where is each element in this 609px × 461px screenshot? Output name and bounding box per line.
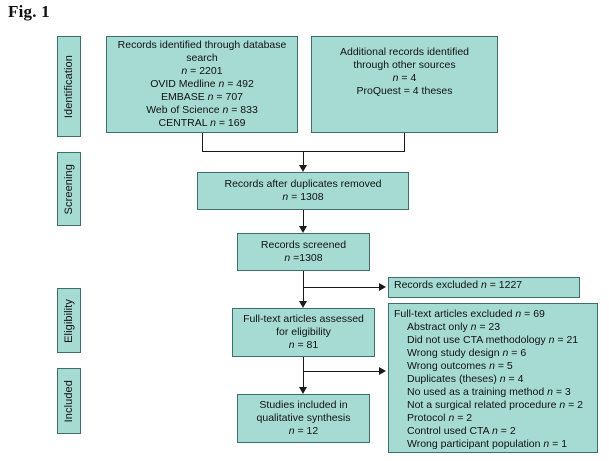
box-fulltext-assessed-line-1: Full-text articles assessed: [243, 313, 364, 325]
box-records-screened: Records screened n =1308: [237, 233, 370, 271]
box-studies-included-line-1: Studies included in: [259, 399, 348, 411]
box-fulltext-excluded-reason-2: Did not use CTA methodology n = 21: [407, 334, 579, 346]
box-database-search-line-2: search: [186, 52, 218, 64]
box-fulltext-excluded-reason-8: Protocol n = 2: [407, 412, 473, 424]
box-database-search-line-4: OVID Medline n = 492: [150, 78, 254, 90]
box-fulltext-excluded-reason-1: Abstract only n = 23: [407, 321, 501, 333]
arrow-into-fulltext-excluded: [379, 367, 386, 375]
stage-label-included-text: Included: [63, 379, 75, 423]
stage-label-included: Included: [57, 368, 81, 434]
box-other-sources-line-4: ProQuest = 4 theses: [356, 85, 453, 97]
figure-caption: Fig. 1: [8, 2, 50, 21]
box-fulltext-excluded-reason-5: Duplicates (theses) n = 4: [407, 373, 524, 385]
stage-label-identification-text: Identification: [63, 54, 75, 119]
box-database-search-line-1: Records identified through database: [117, 39, 287, 51]
box-fulltext-excluded-reason-4: Wrong outcomes n = 5: [407, 360, 513, 372]
box-database-search-line-6: Web of Science n = 833: [146, 104, 258, 116]
connector-fulltext-to-excluded: [303, 371, 381, 372]
stage-label-screening: Screening: [57, 152, 81, 226]
box-fulltext-assessed-line-3: n = 81: [288, 339, 319, 351]
box-duplicates-removed-line-2: n = 1308: [282, 191, 324, 203]
box-database-search-line-3: n = 2201: [181, 65, 223, 77]
box-fulltext-excluded-reason-6: No used as a training method n = 3: [407, 386, 571, 398]
box-fulltext-excluded-reason-3: Wrong study design n = 6: [407, 347, 527, 359]
box-other-sources-line-2: through other sources: [353, 59, 456, 71]
box-fulltext-excluded-reason-10: Wrong participant population n = 1: [407, 438, 568, 450]
connector-screened-to-excluded: [303, 287, 381, 288]
box-other-sources-line-1: Additional records identified: [340, 46, 469, 58]
box-database-search-line-5: EMBASE n = 707: [160, 91, 244, 103]
box-fulltext-excluded: Full-text articles excluded n = 69 Abstr…: [388, 303, 598, 453]
box-fulltext-excluded-heading: Full-text articles excluded n = 69: [394, 308, 545, 320]
arrow-into-studies-included: [299, 387, 307, 394]
box-records-screened-line-2: n =1308: [284, 252, 323, 264]
stage-label-identification: Identification: [57, 36, 81, 137]
arrow-into-records-excluded: [379, 283, 386, 291]
connector-other-sources-down: [404, 133, 405, 151]
connector-merge-down: [303, 151, 304, 167]
box-studies-included-line-2: qualitative synthesis: [256, 412, 351, 424]
box-records-screened-line-1: Records screened: [260, 239, 347, 251]
connector-fulltext-down: [303, 357, 304, 389]
box-duplicates-removed-line-1: Records after duplicates removed: [224, 178, 382, 190]
stage-label-screening-text: Screening: [63, 163, 75, 215]
box-other-sources: Additional records identified through ot…: [311, 36, 498, 133]
arrow-into-fulltext-assessed: [299, 301, 307, 308]
box-records-excluded-line-1: Records excluded n = 1227: [394, 279, 523, 291]
box-records-excluded: Records excluded n = 1227: [388, 277, 580, 298]
box-studies-included-line-3: n = 12: [288, 425, 319, 437]
box-fulltext-assessed: Full-text articles assessed for eligibil…: [232, 308, 375, 357]
stage-label-eligibility-text: Eligibility: [63, 298, 75, 343]
box-database-search: Records identified through database sear…: [106, 36, 298, 133]
arrow-into-records-screened: [299, 226, 307, 233]
box-duplicates-removed: Records after duplicates removed n = 130…: [197, 172, 409, 210]
connector-duplicates-to-screened: [303, 210, 304, 228]
stage-label-eligibility: Eligibility: [57, 288, 81, 353]
box-fulltext-excluded-reason-7: Not a surgical related procedure n = 2: [407, 399, 583, 411]
connector-database-search-down: [202, 133, 203, 151]
box-fulltext-excluded-reason-9: Control used CTA n = 2: [407, 425, 516, 437]
arrow-into-duplicates-removed: [299, 165, 307, 172]
box-other-sources-line-3: n = 4: [392, 72, 417, 84]
box-studies-included: Studies included in qualitative synthesi…: [237, 394, 370, 443]
box-database-search-line-7: CENTRAL n = 169: [158, 117, 246, 129]
box-fulltext-assessed-line-2: for eligibility: [276, 326, 331, 338]
